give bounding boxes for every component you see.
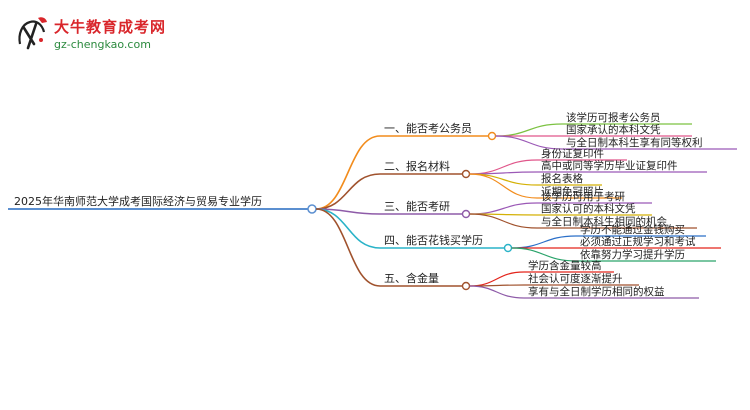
leaf-label: 必须通过正规学习和考试 bbox=[580, 235, 696, 248]
branch-label: 四、能否花钱买学历 bbox=[384, 233, 483, 247]
leaf-label: 社会认可度逐渐提升 bbox=[528, 272, 623, 285]
branch-node-dot bbox=[461, 169, 471, 179]
leaf-label: 学历含金量较高 bbox=[528, 259, 602, 272]
leaf-connector bbox=[511, 235, 577, 249]
branch-label: 二、报名材料 bbox=[384, 159, 450, 173]
leaf-connector bbox=[495, 135, 563, 150]
leaf-connector bbox=[469, 173, 538, 186]
leaf-connector bbox=[495, 123, 563, 137]
leaf-label: 近期免冠照片 bbox=[541, 185, 604, 198]
branch-node-dot bbox=[461, 281, 471, 291]
logo-title: 大牛教育成考网 bbox=[54, 18, 167, 36]
leaf-label: 该学历可用于考研 bbox=[541, 190, 625, 203]
branch-node-dot bbox=[487, 131, 497, 141]
branch-connector bbox=[315, 208, 381, 287]
leaf-label: 与全日制本科生相同的机会 bbox=[541, 215, 667, 228]
branch-connector bbox=[315, 135, 381, 210]
branch-label: 三、能否考研 bbox=[384, 199, 450, 213]
leaf-label: 报名表格 bbox=[541, 172, 583, 185]
site-logo[interactable]: 大牛教育成考网 gz-chengkao.com bbox=[14, 14, 214, 58]
branch-connector bbox=[315, 208, 381, 249]
leaf-label: 国家承认的本科文凭 bbox=[566, 123, 661, 136]
leaf-label: 高中或同等学历毕业证复印件 bbox=[541, 159, 678, 172]
branch-node-dot bbox=[461, 209, 471, 219]
root-topic: 2025年华南师范大学成考国际经济与贸易专业学历 bbox=[14, 194, 262, 208]
leaf-label: 与全日制本科生享有同等权利 bbox=[566, 136, 703, 149]
leaf-connector bbox=[469, 285, 525, 299]
leaf-label: 身份证复印件 bbox=[541, 147, 604, 160]
leaf-connector bbox=[469, 271, 525, 287]
leaf-label: 依靠努力学习提升学历 bbox=[580, 248, 685, 261]
leaf-connector bbox=[469, 213, 538, 229]
branch-label: 一、能否考公务员 bbox=[384, 121, 472, 135]
leaf-label: 享有与全日制学历相同的权益 bbox=[528, 285, 665, 298]
leaf-label: 学历不能通过金钱购买 bbox=[580, 223, 685, 236]
root-node-dot bbox=[307, 204, 317, 214]
branch-label: 五、含金量 bbox=[384, 271, 439, 285]
leaf-connector bbox=[469, 173, 538, 199]
leaf-connector bbox=[511, 247, 577, 262]
logo-url: gz-chengkao.com bbox=[54, 38, 151, 51]
leaf-label: 该学历可报考公务员 bbox=[566, 111, 661, 124]
cow-head-logo-icon bbox=[18, 17, 47, 50]
leaf-connector bbox=[469, 202, 538, 215]
branch-node-dot bbox=[503, 243, 513, 253]
branch-connector bbox=[315, 173, 381, 210]
leaf-label: 国家认可的本科文凭 bbox=[541, 202, 636, 215]
